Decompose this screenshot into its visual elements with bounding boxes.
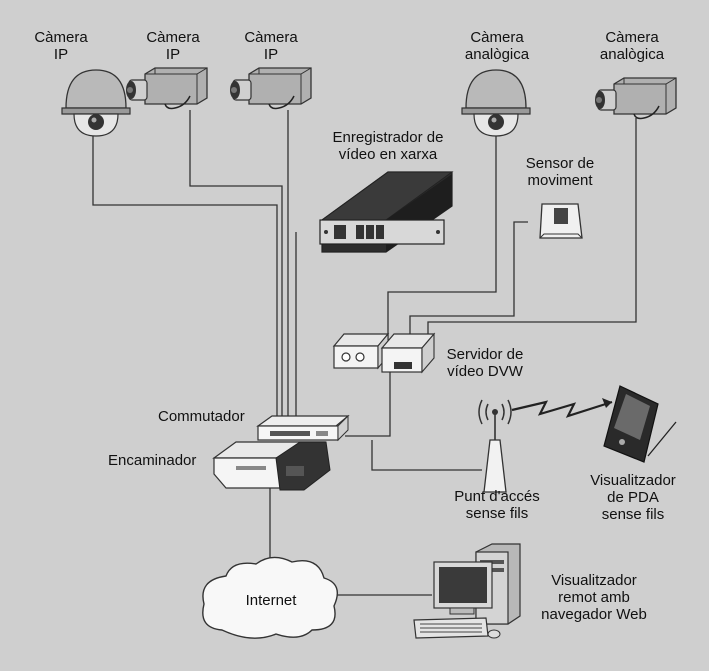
dome-camera-icon (61, 69, 131, 137)
label-line: analògica (599, 46, 665, 63)
router-icon (212, 441, 331, 491)
link-motion (409, 221, 528, 338)
label-line: Càmera (244, 29, 298, 46)
label-line: Internet (245, 592, 297, 609)
label-line: moviment (527, 172, 593, 189)
label-line: Commutador (158, 408, 245, 425)
box-camera-icon (126, 67, 208, 110)
label-line: IP (263, 46, 279, 63)
link-switch-ap (371, 440, 482, 471)
link-cam-ip-2 (189, 110, 283, 422)
label-camera-ip-2: Càmera IP (140, 29, 206, 63)
motion-sensor-icon (539, 203, 583, 239)
label-camera-ip-1: Càmera IP (28, 29, 94, 63)
link-cam-ip-1 (92, 135, 278, 422)
label-line: Càmera (470, 29, 524, 46)
label-line: IP (53, 46, 69, 63)
label-line: Visualitzador (590, 472, 676, 489)
label-line: IP (165, 46, 181, 63)
label-line: navegador Web (541, 606, 647, 623)
label-pda-viewer: Visualitzador de PDA sense fils (580, 472, 686, 523)
rack-recorder-icon (319, 171, 454, 253)
antenna-icon (478, 399, 512, 493)
cloud-icon (202, 556, 338, 639)
box-camera-icon (230, 67, 312, 110)
label-line: Càmera (605, 29, 659, 46)
switch-icon (256, 414, 350, 442)
label-access-point: Punt d'accés sense fils (438, 488, 556, 522)
label-video-server: Servidor de vídeo DVW (436, 346, 534, 380)
label-line: Sensor de (525, 155, 595, 172)
label-switch: Commutador (158, 408, 245, 425)
label-nvr: Enregistrador de vídeo en xarxa (318, 129, 458, 163)
link-server-switch (345, 372, 391, 437)
box-camera-icon (595, 77, 677, 120)
label-motion-sensor: Sensor de moviment (512, 155, 608, 189)
label-line: Visualitzador (551, 572, 637, 589)
label-router: Encaminador (108, 452, 196, 469)
wireless-signal-icon (511, 400, 613, 418)
label-line: analògica (464, 46, 530, 63)
pda-icon (603, 385, 677, 463)
label-web-viewer: Visualitzador remot amb navegador Web (532, 572, 656, 623)
wireless-arrowhead-icon (602, 398, 612, 408)
label-line: sense fils (465, 505, 529, 522)
video-server-icon (332, 332, 436, 374)
label-line: Punt d'accés (454, 488, 540, 505)
label-line: vídeo en xarxa (338, 146, 438, 163)
label-line: Encaminador (108, 452, 197, 469)
label-camera-analog-2: Càmera analògica (590, 29, 674, 63)
label-line: Enregistrador de (332, 129, 444, 146)
label-camera-ip-3: Càmera IP (238, 29, 304, 63)
link-cam-an-1 (387, 136, 497, 340)
label-line: remot amb (558, 589, 630, 606)
label-line: sense fils (601, 506, 665, 523)
desktop-computer-icon (413, 543, 521, 639)
link-cam-an-2 (427, 118, 637, 338)
label-internet: Internet (236, 592, 306, 609)
label-camera-analog-1: Càmera analògica (455, 29, 539, 63)
label-line: de PDA (607, 489, 659, 506)
label-line: Càmera (146, 29, 200, 46)
label-line: Servidor de (446, 346, 524, 363)
label-line: vídeo DVW (447, 363, 523, 380)
label-line: Càmera (34, 29, 88, 46)
dome-camera-icon (461, 69, 531, 137)
